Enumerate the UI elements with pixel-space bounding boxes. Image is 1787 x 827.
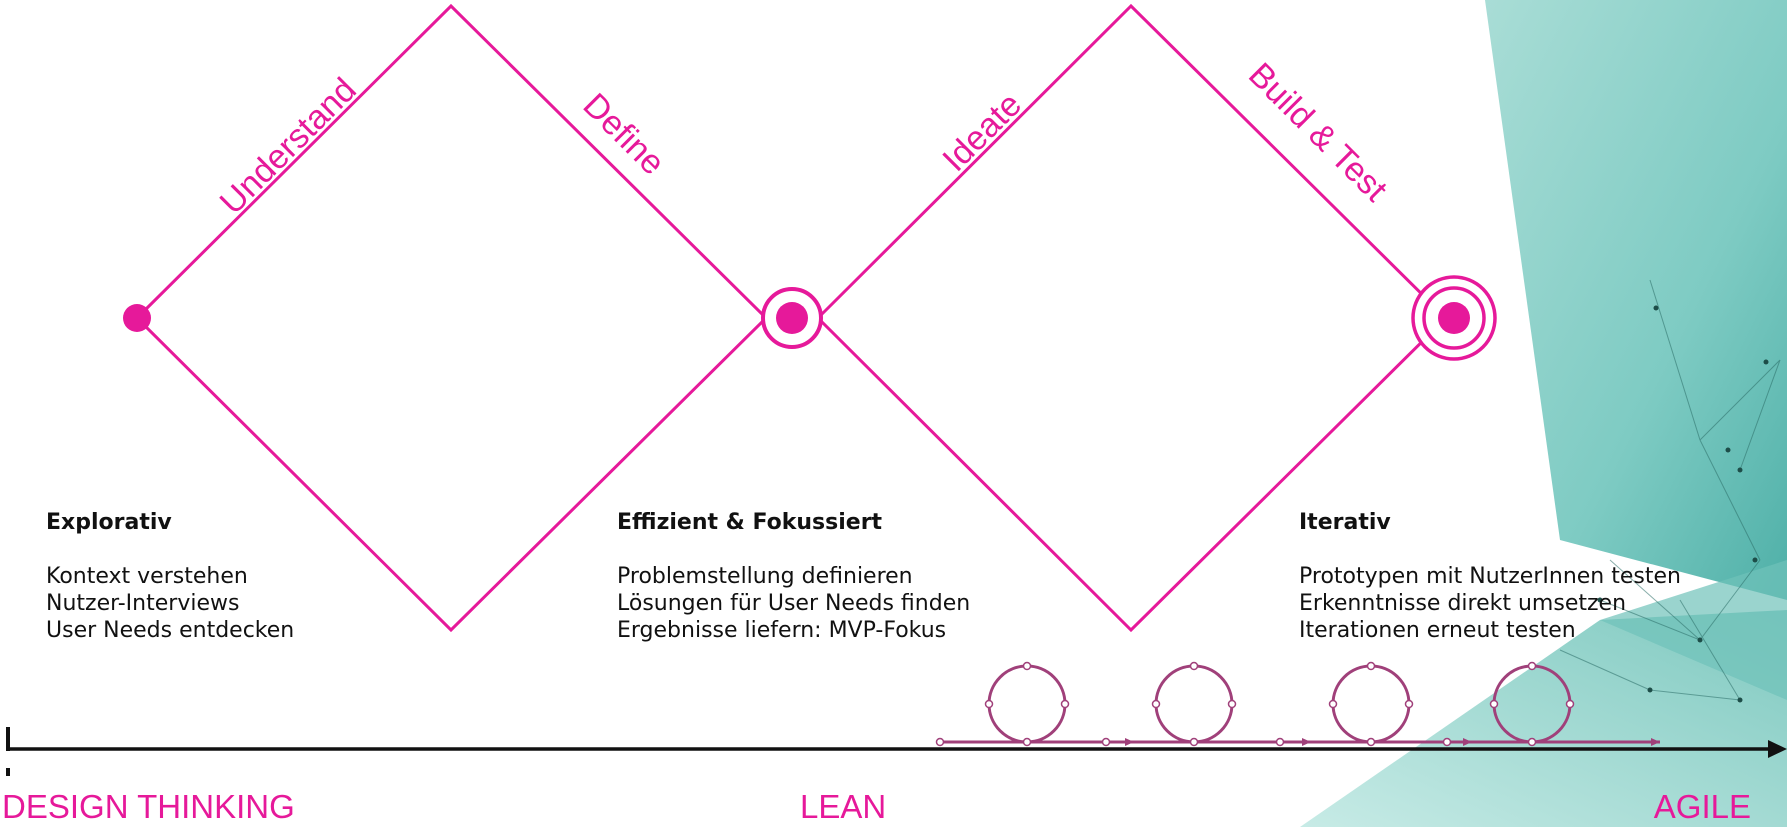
iteration-node — [1489, 699, 1499, 709]
method-label-lean: LEAN — [800, 788, 887, 825]
iteration-node — [1366, 661, 1376, 671]
column-iterativ: Iterativ Prototypen mit NutzerInnen test… — [1299, 509, 1681, 644]
iteration-node — [984, 699, 994, 709]
iteration-node — [1189, 661, 1199, 671]
midpoint-ring-marker — [761, 287, 823, 349]
column-line: Prototypen mit NutzerInnen testen — [1299, 564, 1681, 589]
method-label-agile: AGILE — [1653, 788, 1751, 825]
column-line: Kontext verstehen — [46, 564, 248, 589]
teal-background-decoration — [1300, 0, 1787, 827]
iteration-node — [1527, 661, 1537, 671]
column-heading: Explorativ — [46, 510, 172, 535]
column-line: Ergebnisse liefern: MVP-Fokus — [617, 618, 947, 643]
iteration-node — [1151, 699, 1161, 709]
iteration-node — [1565, 699, 1575, 709]
phase-label-ideate: Ideate — [935, 85, 1029, 179]
endpoint-target-marker — [1411, 275, 1497, 361]
iteration-loops — [935, 661, 1660, 747]
iteration-node — [1227, 699, 1237, 709]
column-line: Nutzer-Interviews — [46, 591, 240, 616]
column-effizient-fokussiert: Effizient & Fokussiert Problemstellung d… — [617, 509, 970, 644]
iteration-arrow — [1302, 738, 1311, 746]
iteration-node — [1060, 699, 1070, 709]
column-heading: Iterativ — [1299, 510, 1391, 535]
iteration-node — [1404, 699, 1414, 709]
column-line: Lösungen für User Needs finden — [617, 591, 971, 616]
iteration-node — [1022, 661, 1032, 671]
method-label-design-thinking: DESIGN THINKING — [2, 788, 295, 825]
iteration-loop — [987, 664, 1067, 744]
iteration-node — [1275, 737, 1285, 747]
phase-label-define: Define — [576, 86, 672, 182]
iteration-arrow — [1651, 738, 1660, 746]
timeline-axis — [6, 727, 1787, 776]
iteration-node — [1366, 737, 1376, 747]
iteration-node — [1022, 737, 1032, 747]
iteration-arrow — [1463, 738, 1472, 746]
iteration-loop — [1331, 664, 1411, 744]
start-dot-marker — [123, 304, 151, 332]
column-explorativ: Explorativ Kontext verstehen Nutzer-Inte… — [46, 509, 294, 644]
iteration-node — [1442, 737, 1452, 747]
column-line: User Needs entdecken — [46, 618, 295, 643]
phase-label-build-test: Build & Test — [1241, 56, 1395, 210]
iteration-node — [935, 737, 945, 747]
iteration-node — [1189, 737, 1199, 747]
column-heading: Effizient & Fokussiert — [617, 510, 883, 535]
column-line: Iterationen erneut testen — [1299, 618, 1576, 643]
phase-label-understand: Understand — [213, 71, 364, 222]
iteration-node — [1101, 737, 1111, 747]
column-line: Erkenntnisse direkt umsetzen — [1299, 591, 1627, 616]
iteration-node — [1328, 699, 1338, 709]
iteration-node — [1527, 737, 1537, 747]
iteration-loop — [1154, 664, 1234, 744]
iteration-arrow — [1125, 738, 1134, 746]
column-line: Problemstellung definieren — [617, 564, 913, 589]
